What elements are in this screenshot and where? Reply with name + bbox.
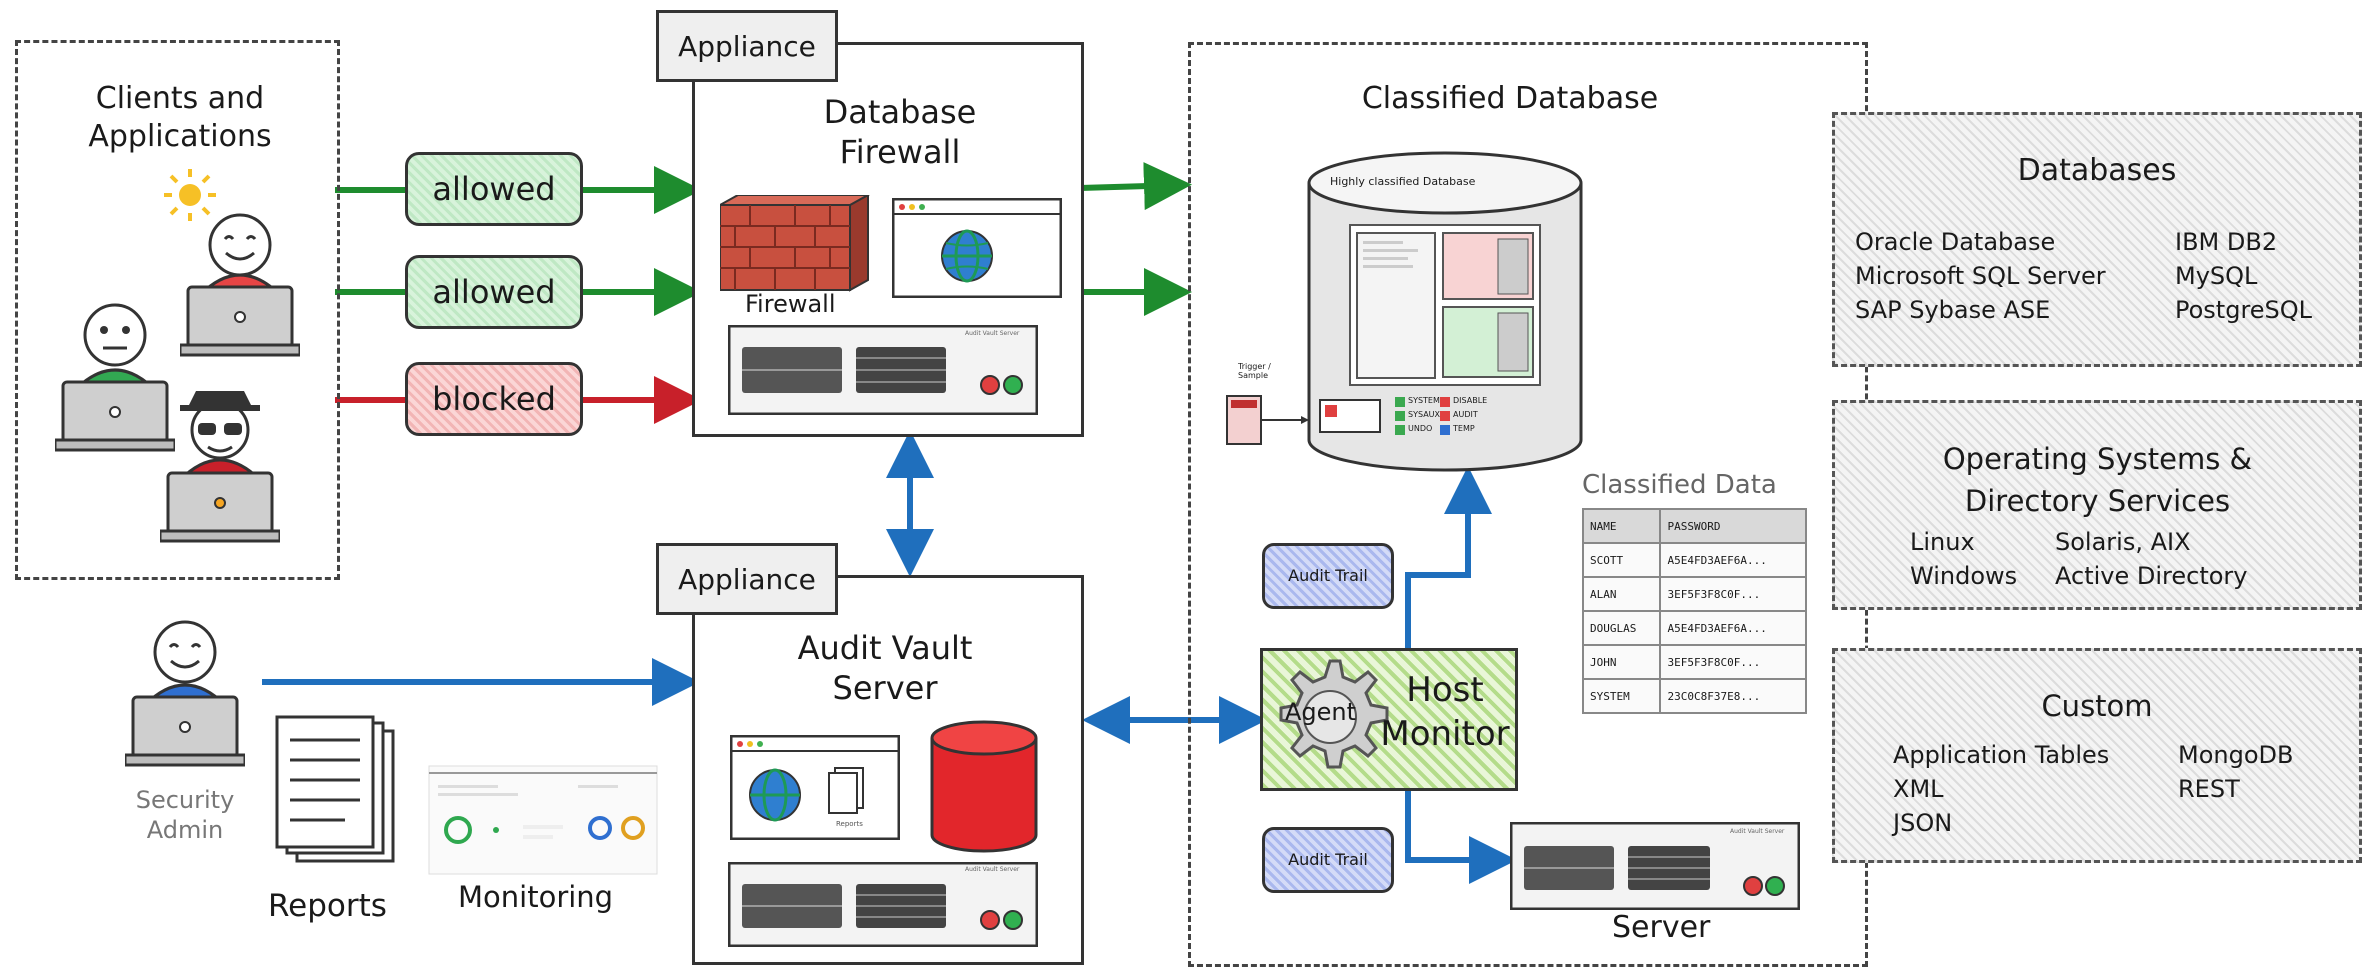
databases-left-list: Oracle Database Microsoft SQL Server SAP… (1855, 225, 2106, 327)
database-item: Microsoft SQL Server (1855, 262, 2106, 290)
databases-title: Databases (2017, 153, 2177, 188)
firewall-label: Firewall (745, 290, 836, 318)
databases-right-list: IBM DB2 MySQL PostgreSQL (2175, 225, 2312, 327)
client-user-icon (55, 303, 175, 452)
hacker-icon (160, 391, 280, 543)
legend-label: DISABLE (1453, 396, 1488, 405)
table-cell: SYSTEM (1581, 678, 1662, 714)
os-item: Active Directory (2055, 562, 2248, 590)
host-audit-db-line (1405, 466, 1492, 648)
os-panel (1832, 400, 2362, 610)
databases-panel (1832, 112, 2362, 367)
custom-item: MongoDB (2178, 741, 2294, 769)
legend-label: TEMP (1453, 424, 1475, 433)
client-user-icon (180, 213, 300, 357)
database-item: MySQL (2175, 262, 2258, 290)
table-cell: 23C0C8F37E8... (1659, 678, 1807, 714)
security-admin-label: Security Admin (135, 786, 235, 844)
blocked-pill: blocked (405, 362, 583, 436)
agent-label: Agent (1285, 698, 1357, 726)
trigger-label: Trigger / Sample (1238, 362, 1271, 380)
server-unit-icon (1510, 822, 1800, 910)
sun-icon (164, 169, 216, 221)
table-cell: SCOTT (1581, 542, 1662, 578)
database-item: PostgreSQL (2175, 296, 2313, 324)
firewall-title: Database Firewall (823, 93, 977, 171)
custom-left-list: Application Tables XML JSON (1893, 738, 2109, 840)
classified-db-cylinder (1307, 151, 1583, 472)
table-cell: A5E4FD3AEF6A... (1659, 610, 1807, 646)
agent-gear-icon (1279, 659, 1389, 769)
table-cell: ALAN (1581, 576, 1662, 612)
clients-title: Clients and Applications (88, 81, 272, 154)
firewall-db-arrow-1 (1079, 162, 1192, 211)
table-cell: JOHN (1581, 644, 1662, 680)
os-item: Linux (1910, 528, 1975, 556)
table-cell: DOUGLAS (1581, 610, 1662, 646)
table-cell: 3EF5F3F8C0F... (1659, 644, 1807, 680)
custom-title: Custom (2041, 689, 2153, 723)
custom-item: JSON (1893, 809, 1953, 837)
audit-trail-bottom: Audit Trail (1262, 827, 1394, 893)
clients-panel (15, 40, 340, 580)
security-admin-icon (125, 620, 245, 767)
classified-data-title: Classified Data (1582, 470, 1777, 500)
vault-title: Audit Vault Server (797, 629, 973, 707)
browser-reports-icon (730, 735, 900, 840)
os-title: Operating Systems & Directory Services (1942, 442, 2253, 519)
database-item: Oracle Database (1855, 228, 2056, 256)
table-cell: 3EF5F3F8C0F... (1659, 576, 1807, 612)
tablespace-label: UNDO (1408, 424, 1433, 433)
browser-globe-icon (892, 198, 1062, 298)
appliance-tag: Appliance (656, 543, 838, 615)
host-audit-server-line (1405, 790, 1517, 884)
reports-label: Reports (268, 888, 387, 924)
server-caption: Audit Vault Server (965, 330, 1020, 337)
cylinder-label: Highly classified Database (1330, 175, 1476, 188)
database-item: IBM DB2 (2175, 228, 2278, 256)
os-item: Windows (1910, 562, 2018, 590)
appliance-tag: Appliance (656, 10, 838, 82)
reports-icon (275, 715, 395, 863)
allowed-pill: allowed (405, 255, 583, 329)
host-monitor-title: Host Monitor (1380, 670, 1510, 755)
custom-item: Application Tables (1893, 741, 2110, 769)
legend-label: AUDIT (1453, 410, 1478, 419)
brick-wall-icon (720, 195, 870, 292)
monitoring-label: Monitoring (458, 880, 614, 914)
server-caption: Audit Vault Server (965, 866, 1020, 873)
database-item: SAP Sybase ASE (1855, 296, 2051, 324)
os-right-list: Solaris, AIX Active Directory (2055, 525, 2247, 593)
server-unit-icon (728, 325, 1038, 415)
custom-panel (1832, 648, 2362, 863)
custom-item: REST (2178, 775, 2240, 803)
os-left-list: Linux Windows (1910, 525, 2017, 593)
monitoring-dashboard-icon (428, 765, 658, 875)
custom-item: XML (1893, 775, 1944, 803)
allowed-pill: allowed (405, 152, 583, 226)
audit-trail-top: Audit Trail (1262, 543, 1394, 609)
server-label: Server (1612, 910, 1711, 945)
table-cell: A5E4FD3AEF6A... (1659, 542, 1807, 578)
table-cell: NAME (1581, 508, 1662, 544)
reports-caption: Reports (836, 820, 863, 828)
custom-right-list: MongoDB REST (2178, 738, 2293, 806)
database-cylinder-icon (930, 720, 1038, 853)
server-unit-icon (728, 862, 1038, 947)
classified-db-title: Classified Database (1361, 81, 1659, 116)
os-item: Solaris, AIX (2055, 528, 2191, 556)
trigger-doc-icon (1226, 395, 1309, 445)
tablespace-label: SYSTEM (1408, 396, 1440, 405)
server-caption: Audit Vault Server (1730, 828, 1785, 835)
table-cell: PASSWORD (1659, 508, 1807, 544)
tablespace-label: SYSAUX (1408, 410, 1440, 419)
